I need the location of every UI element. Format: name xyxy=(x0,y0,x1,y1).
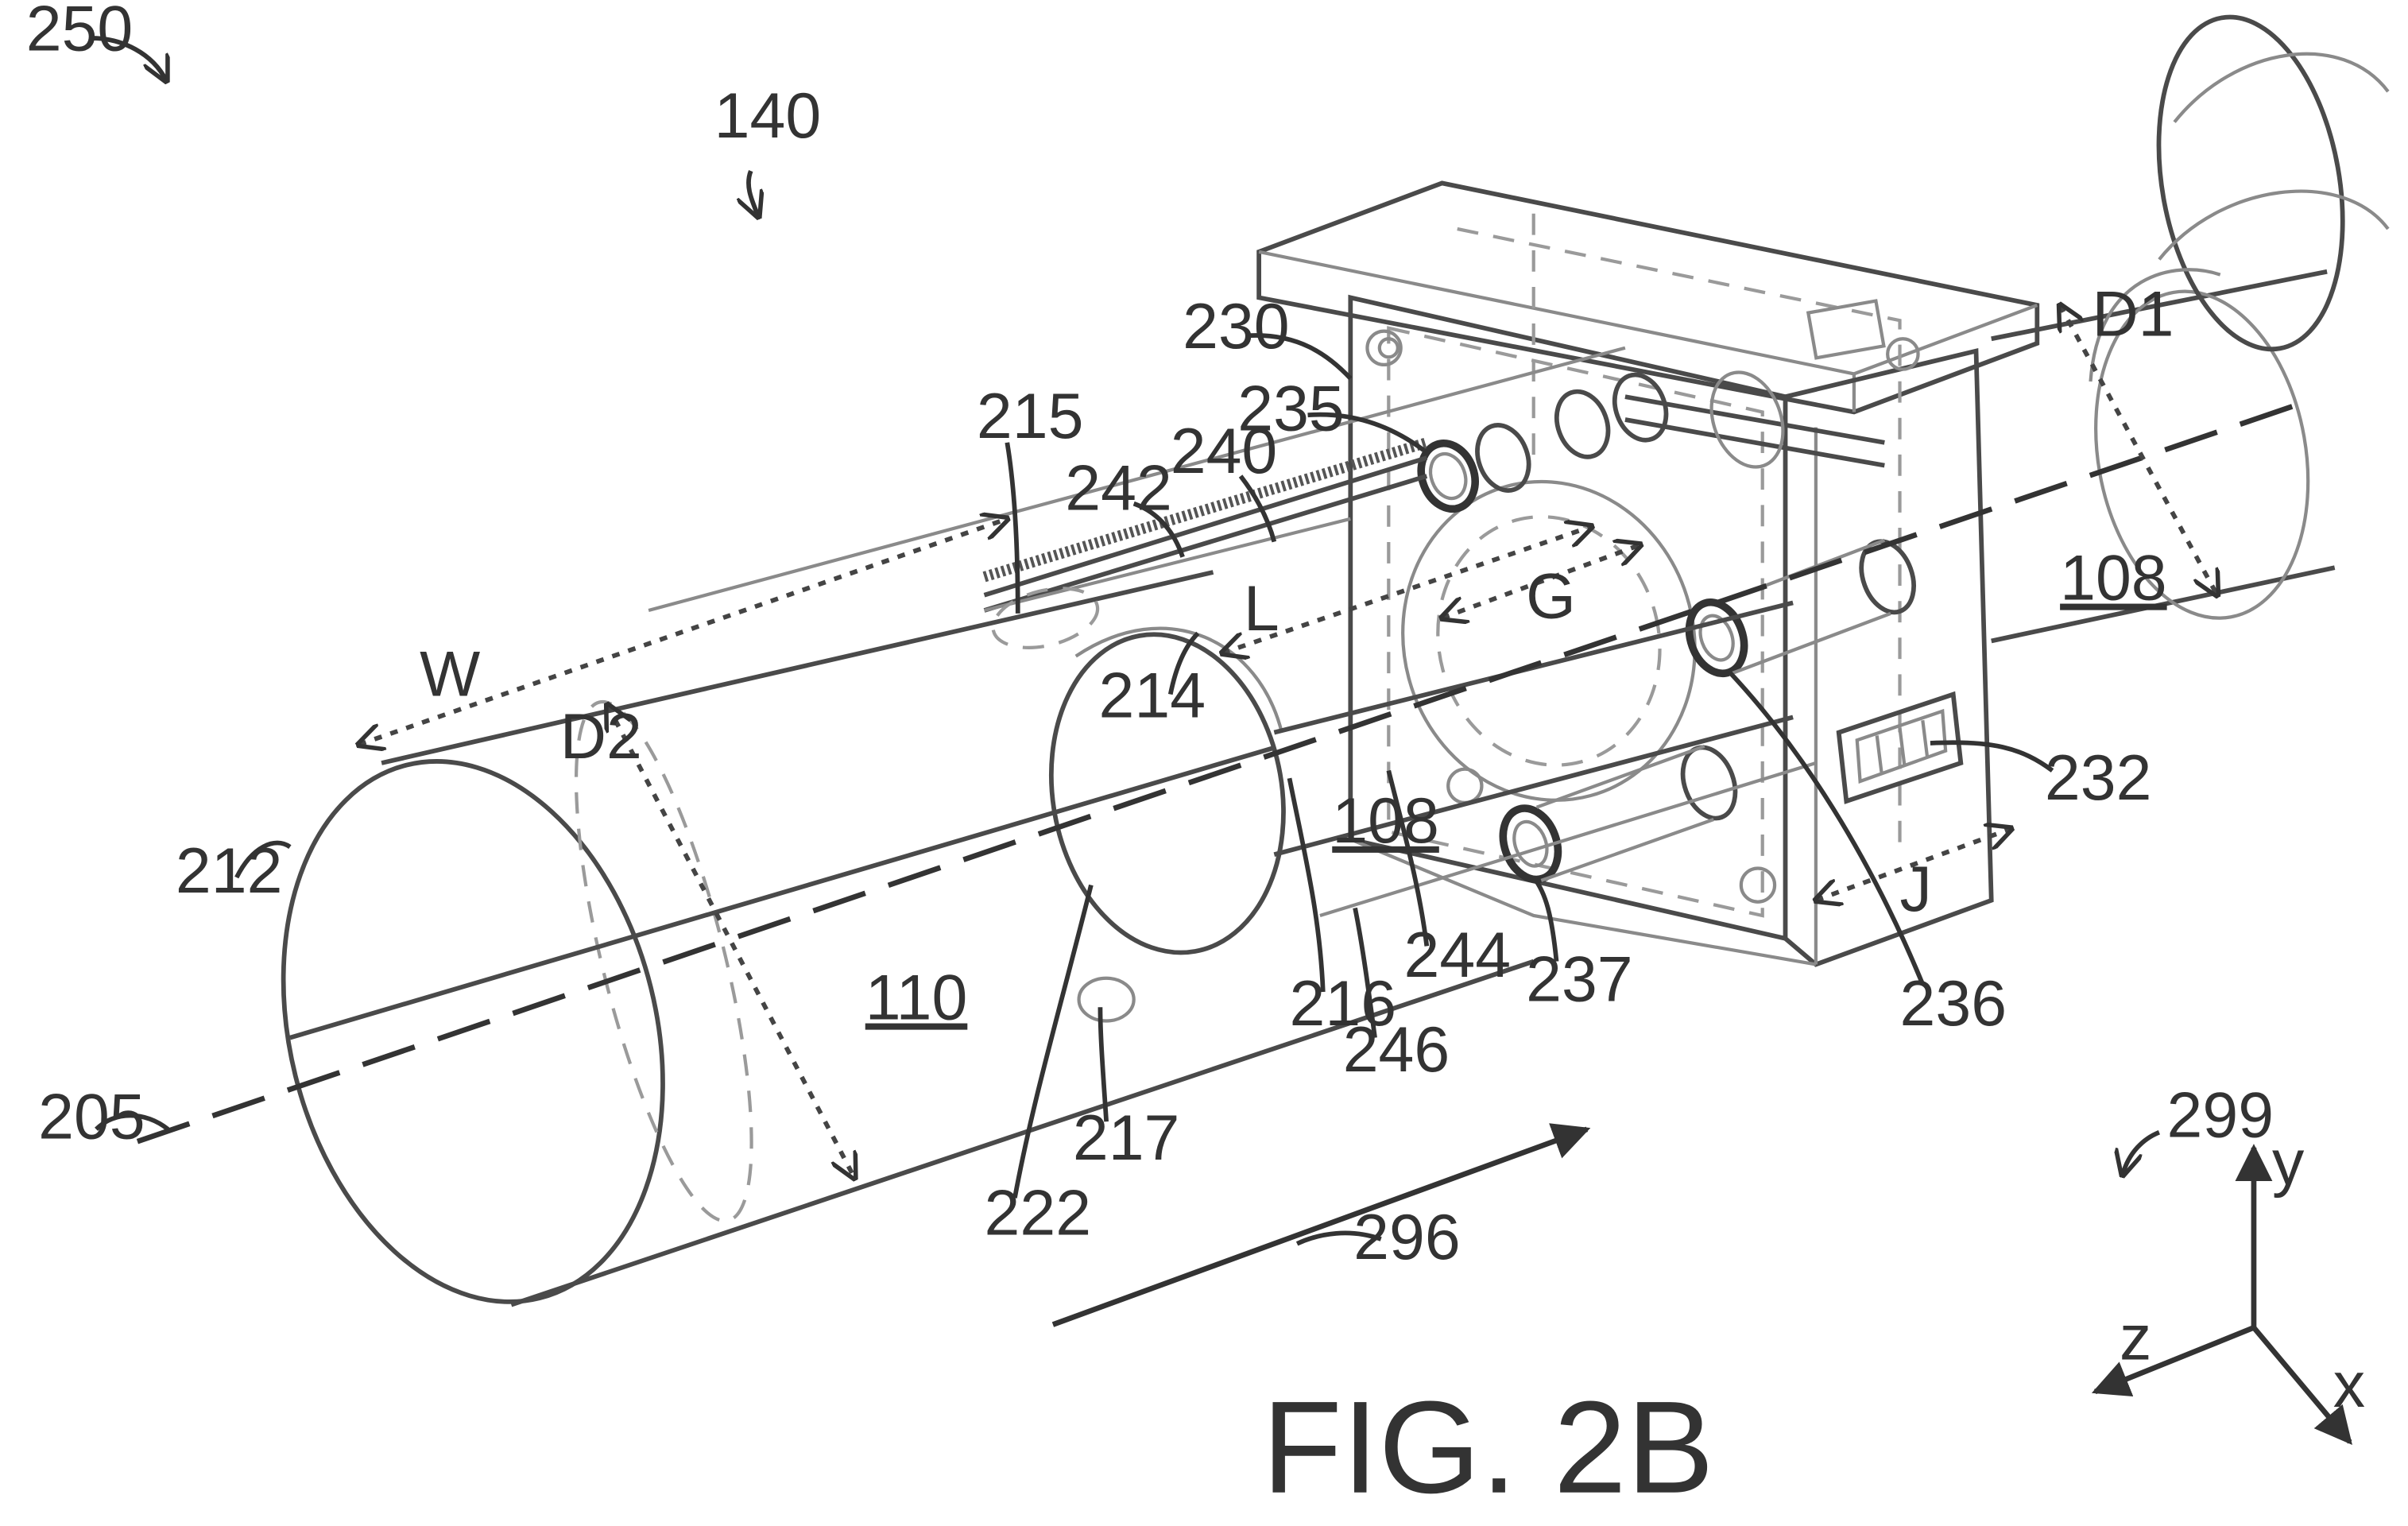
dimension-j xyxy=(1816,829,2011,900)
central-axis-205 xyxy=(136,397,2313,1144)
label-l: L xyxy=(1244,573,1279,645)
label-232: 232 xyxy=(2045,742,2152,814)
rings-upper xyxy=(1475,370,1785,493)
label-215: 215 xyxy=(977,381,1084,452)
label-242: 242 xyxy=(1065,452,1172,524)
label-w: W xyxy=(420,639,480,711)
reference-labels: 250 140 215 242 240 235 230 D1 108 W D2 … xyxy=(26,0,2365,1520)
label-222: 222 xyxy=(985,1177,1092,1249)
belt-242 xyxy=(982,437,1429,583)
axis-label-y: y xyxy=(2272,1127,2305,1199)
label-j: J xyxy=(1900,854,1932,925)
axis-label-z: z xyxy=(2120,1303,2151,1374)
bearing-236 xyxy=(1685,538,1916,678)
label-250: 250 xyxy=(26,0,134,64)
label-230: 230 xyxy=(1183,291,1290,362)
shaft-240 xyxy=(983,455,1428,613)
label-g: G xyxy=(1526,561,1576,633)
label-246: 246 xyxy=(1343,1014,1450,1086)
label-205: 205 xyxy=(38,1081,145,1152)
bearing-237 xyxy=(1499,744,1738,884)
label-214: 214 xyxy=(1099,660,1206,731)
label-110: 110 xyxy=(865,962,968,1034)
label-296: 296 xyxy=(1353,1202,1461,1273)
label-240: 240 xyxy=(1171,416,1278,487)
label-235: 235 xyxy=(1237,373,1345,444)
label-217: 217 xyxy=(1073,1102,1180,1174)
label-212: 212 xyxy=(176,835,283,907)
dimension-d1 xyxy=(2060,305,2217,595)
leader-lines xyxy=(91,36,2161,1246)
label-108-left: 108 xyxy=(1332,785,1439,857)
coordinate-axes-299 xyxy=(2091,1144,2352,1446)
label-236: 236 xyxy=(1900,968,2007,1040)
label-216: 216 xyxy=(1290,968,1397,1040)
label-299: 299 xyxy=(2167,1079,2274,1151)
label-d1: D1 xyxy=(2092,278,2174,350)
dimension-g xyxy=(1442,544,1641,618)
label-d2: D2 xyxy=(560,701,642,773)
figure-caption: FIG. 2B xyxy=(1262,1374,1714,1520)
label-140: 140 xyxy=(714,80,822,152)
dimension-w xyxy=(358,519,1007,745)
label-108-right: 108 xyxy=(2060,543,2167,614)
label-237: 237 xyxy=(1526,944,1633,1016)
label-244: 244 xyxy=(1404,920,1512,991)
axis-label-x: x xyxy=(2333,1350,2365,1421)
bearing-235 xyxy=(1417,440,1479,513)
dimension-d2 xyxy=(607,705,854,1178)
direction-arrow-296 xyxy=(1051,1123,1591,1327)
